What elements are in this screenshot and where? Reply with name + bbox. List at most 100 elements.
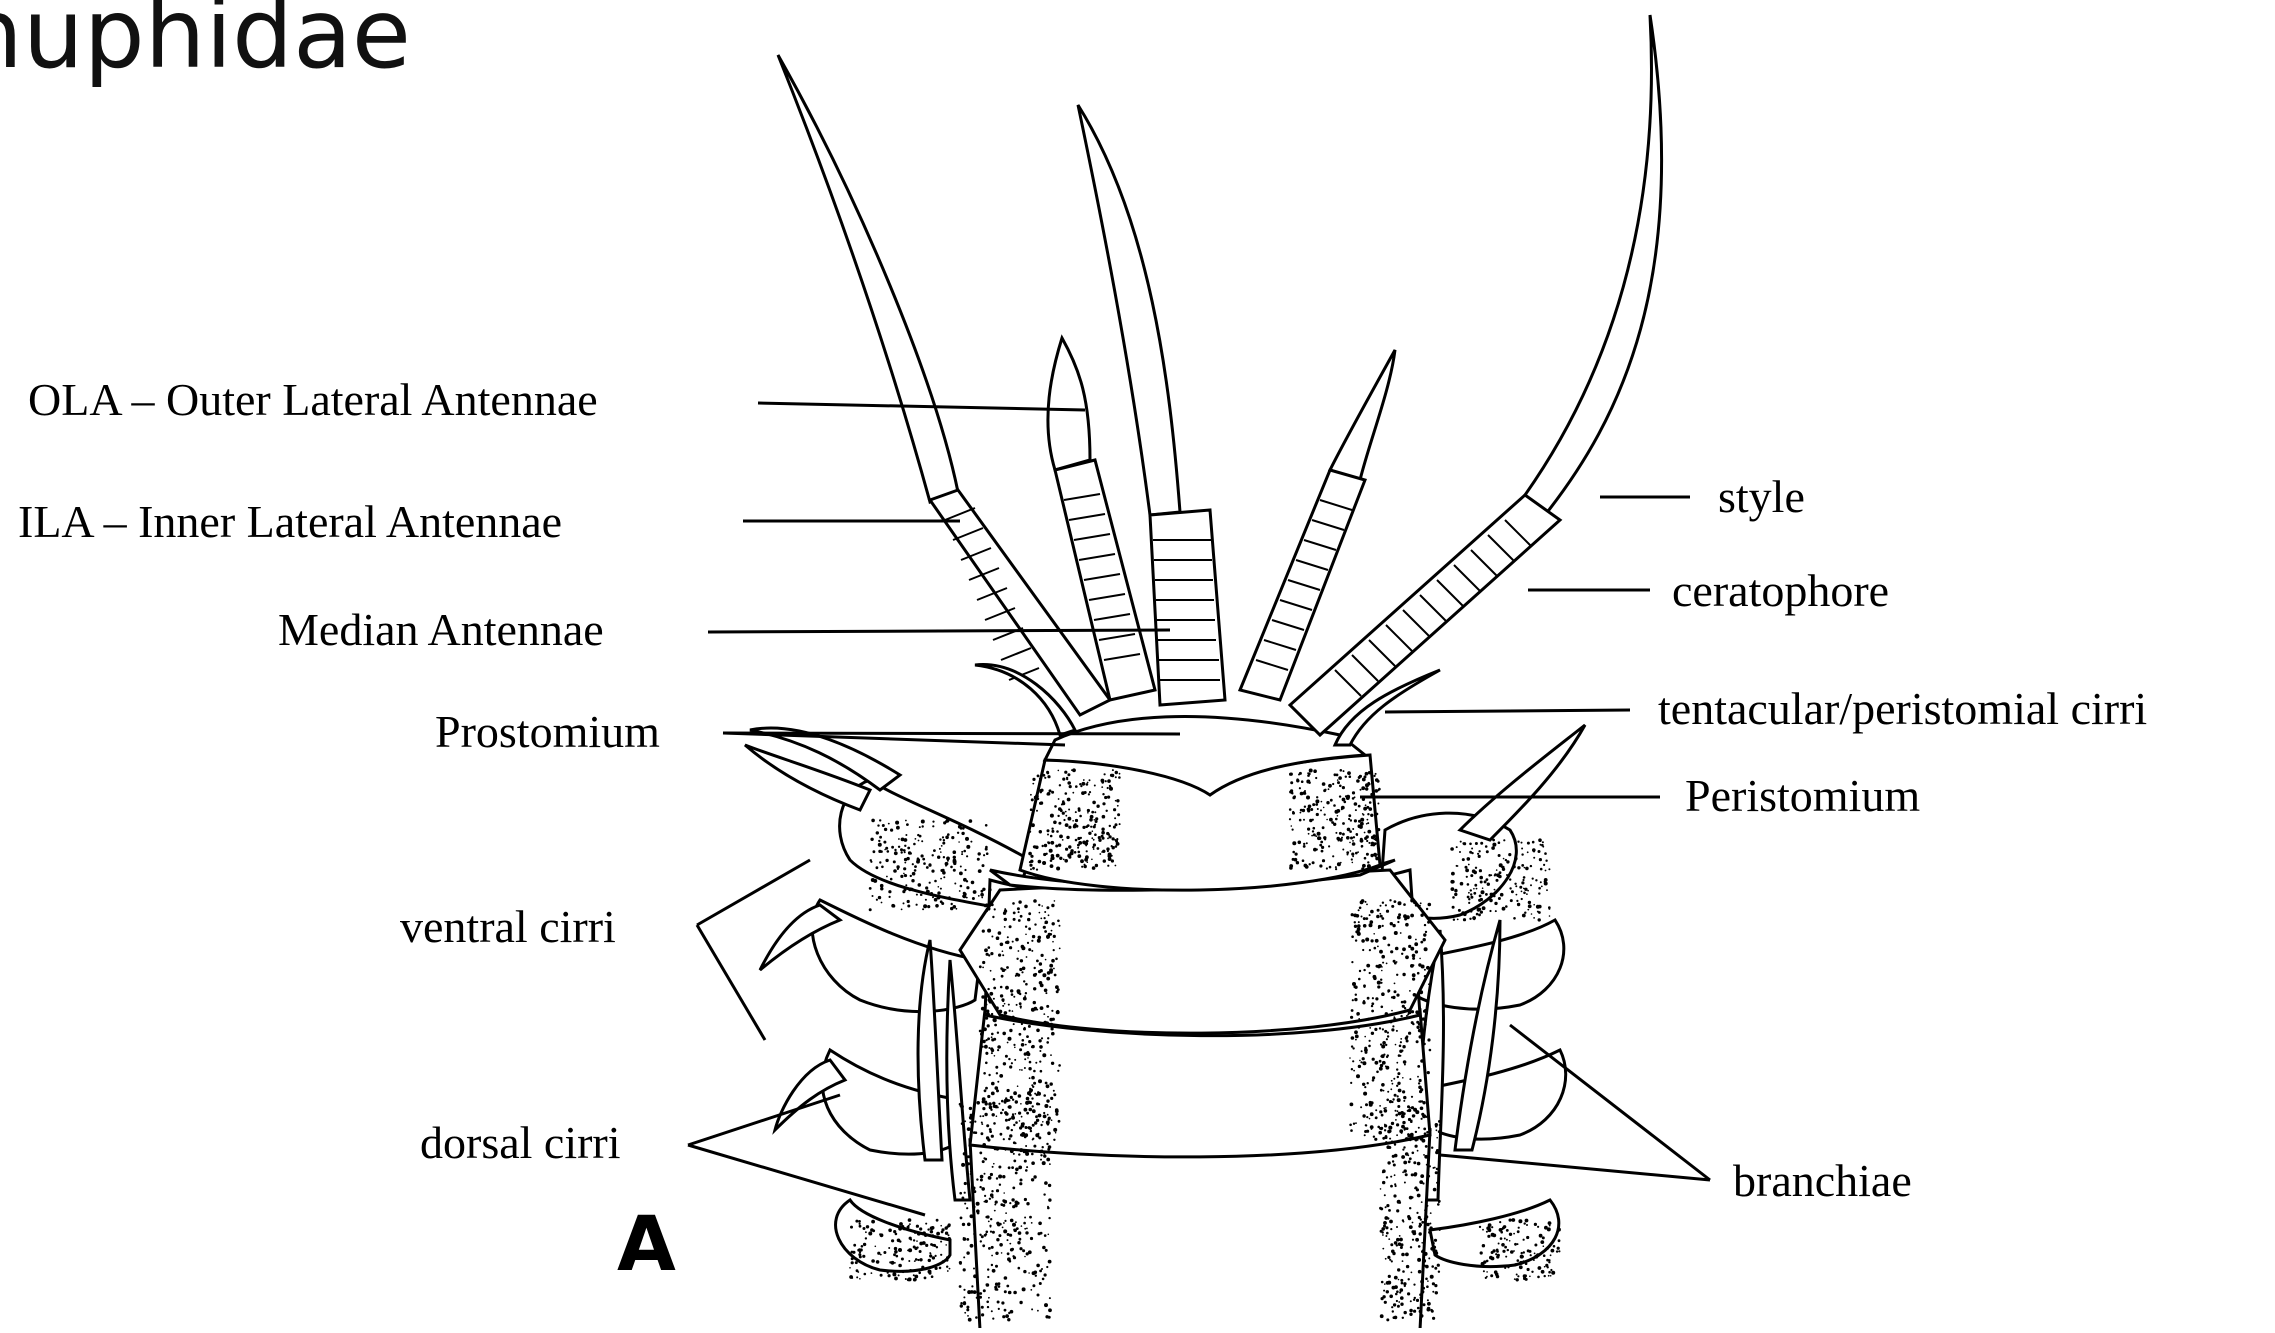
stipple-dot (882, 824, 885, 827)
stipple-dot (1361, 939, 1365, 943)
stipple-dot (1008, 1166, 1011, 1169)
stipple-dot (1009, 1029, 1012, 1032)
stipple-dot (1021, 946, 1025, 950)
stipple-dot (1055, 1113, 1058, 1116)
stipple-dot (963, 1256, 965, 1258)
stipple-dot (953, 850, 957, 854)
stipple-dot (993, 978, 996, 981)
stipple-dot (907, 905, 910, 908)
stipple-dot (1528, 901, 1531, 904)
stipple-dot (966, 1207, 968, 1209)
stipple-dot (1418, 1216, 1421, 1219)
stipple-dot (1361, 867, 1364, 870)
stipple-dot (904, 849, 906, 851)
stipple-dot (940, 1225, 942, 1227)
stipple-dot (868, 1232, 872, 1236)
stipple-dot (871, 1272, 873, 1274)
stipple-dot (1012, 902, 1015, 905)
stipple-dot (967, 1127, 971, 1131)
stipple-dot (986, 1010, 989, 1013)
stipple-dot (960, 885, 963, 888)
stipple-dot (1530, 884, 1532, 886)
stipple-dot (1098, 836, 1101, 839)
stipple-dot (984, 1234, 987, 1237)
stipple-dot (910, 888, 913, 891)
stipple-dot (1313, 848, 1317, 852)
stipple-dot (1039, 830, 1042, 833)
stipple-dot (1002, 954, 1004, 956)
stipple-dot (979, 1234, 981, 1236)
stipple-dot (1005, 1149, 1007, 1151)
stipple-dot (931, 1234, 934, 1237)
stipple-dot (1115, 865, 1117, 867)
stipple-dot (1102, 793, 1104, 795)
stipple-dot (1495, 892, 1497, 894)
stipple-dot (910, 875, 912, 877)
stipple-dot (940, 1254, 942, 1256)
stipple-dot (980, 1179, 983, 1182)
stipple-dot (907, 900, 910, 903)
stipple-dot (982, 961, 985, 964)
stipple-dot (1065, 848, 1068, 851)
stipple-dot (1386, 1204, 1389, 1207)
stipple-dot (1386, 1290, 1389, 1293)
stipple-dot (1360, 1061, 1362, 1063)
stipple-dot (1394, 1016, 1396, 1018)
stipple-dot (866, 1225, 869, 1228)
stipple-dot (1421, 965, 1425, 969)
stipple-dot (1043, 1094, 1046, 1097)
stipple-dot (1053, 1093, 1056, 1096)
stipple-dot (865, 1237, 867, 1239)
stipple-dot (1342, 822, 1345, 825)
stipple-dot (1476, 913, 1479, 916)
stipple-dot (1053, 821, 1057, 825)
stipple-dot (1114, 817, 1116, 819)
stipple-dot (1416, 1299, 1419, 1302)
stipple-dot (919, 1250, 922, 1253)
stipple-dot (1077, 847, 1079, 849)
stipple-dot (1025, 992, 1027, 994)
stipple-dot (1045, 1082, 1048, 1085)
stipple-dot (942, 1260, 945, 1263)
stipple-dot (1418, 1101, 1420, 1103)
stipple-dot (1480, 911, 1483, 914)
stipple-dot (1523, 892, 1526, 895)
stipple-dot (1112, 769, 1114, 771)
stipple-dot (1046, 1158, 1050, 1162)
stipple-dot (1020, 1179, 1023, 1182)
stipple-dot (916, 904, 918, 906)
stipple-dot (1540, 868, 1543, 871)
stipple-dot (1372, 1058, 1375, 1061)
stipple-dot (1024, 1198, 1027, 1201)
stipple-dot (936, 1236, 938, 1238)
stipple-dot (1035, 794, 1039, 798)
stipple-dot (966, 1251, 969, 1254)
stipple-dot (1452, 906, 1455, 909)
stipple-dot (1507, 1249, 1509, 1251)
stipple-dot (1495, 1253, 1497, 1255)
stipple-dot (908, 1260, 910, 1262)
stipple-dot (982, 967, 984, 969)
stipple-dot (1039, 1282, 1042, 1285)
label-tentacular: tentacular/peristomial cirri (1658, 683, 2147, 734)
stipple-dot (1050, 814, 1054, 818)
stipple-dot (887, 1272, 889, 1274)
stipple-dot (1419, 1293, 1422, 1296)
right-ola-style (1525, 15, 1662, 515)
stipple-dot (1390, 1185, 1393, 1188)
stipple-dot (1415, 904, 1418, 907)
stipple-dot (1008, 1004, 1010, 1006)
stipple-dot (1332, 855, 1334, 857)
stipple-dot (1405, 1037, 1408, 1040)
stipple-dot (1385, 1258, 1387, 1260)
stipple-dot (1034, 967, 1036, 969)
stipple-dot (1019, 1033, 1022, 1036)
stipple-dot (1405, 1152, 1409, 1156)
stipple-dot (1359, 1060, 1361, 1062)
stipple-dot (1387, 989, 1390, 992)
stipple-dot (1376, 1071, 1379, 1074)
stipple-dot (1055, 958, 1058, 961)
stipple-dot (1382, 925, 1384, 927)
stipple-dot (1375, 939, 1379, 943)
stipple-dot (1424, 924, 1426, 926)
